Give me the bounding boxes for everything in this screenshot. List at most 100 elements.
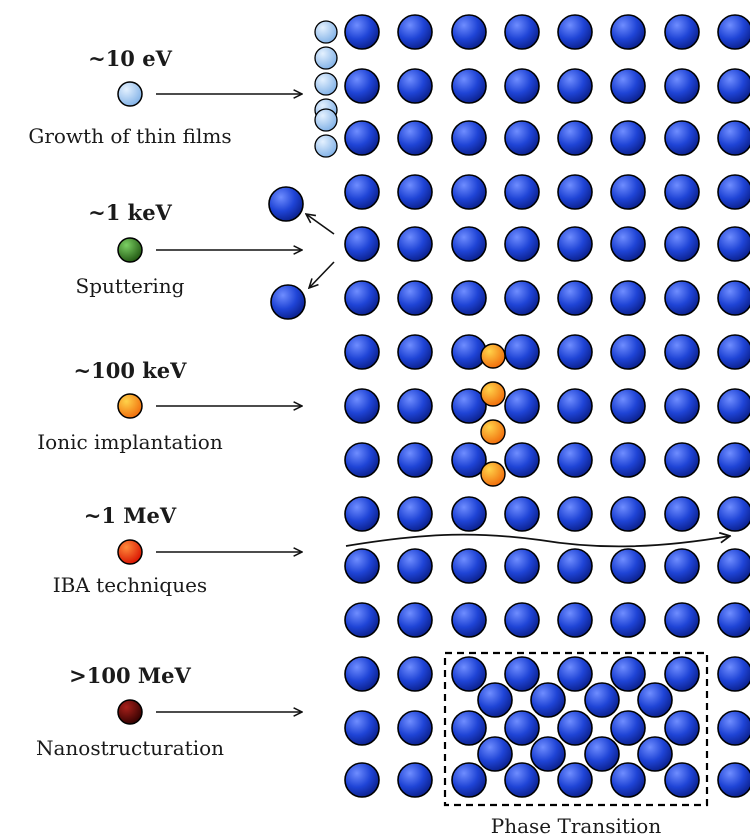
energy-label-100kev: ~100 keV: [73, 358, 187, 383]
lattice-atom: [664, 68, 700, 104]
lattice-atom: [610, 388, 646, 424]
lattice-atom: [397, 496, 433, 532]
implanted-ion: [480, 381, 506, 407]
lattice-atom: [344, 14, 380, 50]
lattice-atom: [451, 762, 487, 798]
ion-icon: [117, 237, 143, 263]
ion-trajectory: [345, 535, 730, 548]
lattice-atom: [610, 442, 646, 478]
lattice-atom: [451, 174, 487, 210]
lattice-atom: [397, 656, 433, 692]
ion-icon: [117, 393, 143, 419]
sputtered-atom: [270, 284, 306, 320]
lattice-atom: [610, 334, 646, 370]
lattice-atom: [610, 226, 646, 262]
lattice-atom: [610, 280, 646, 316]
interaction-effects: [268, 20, 730, 548]
process-label-iba: IBA techniques: [52, 573, 208, 597]
lattice-atom: [664, 762, 700, 798]
ion-beam-arrows: [156, 94, 302, 712]
lattice-atom: [717, 226, 750, 262]
lattice-atom: [637, 682, 673, 718]
lattice-atom: [557, 226, 593, 262]
lattice-atom: [477, 682, 513, 718]
lattice-atom: [344, 120, 380, 156]
lattice-atom: [557, 602, 593, 638]
lattice-atom: [530, 736, 566, 772]
lattice-atom: [344, 388, 380, 424]
lattice-atom: [504, 496, 540, 532]
lattice-atom: [557, 496, 593, 532]
lattice-atom: [557, 120, 593, 156]
lattice-atom: [451, 602, 487, 638]
lattice-atom: [557, 334, 593, 370]
lattice-atom: [397, 710, 433, 746]
implanted-ion: [480, 419, 506, 445]
lattice-atom: [717, 280, 750, 316]
lattice-atom: [717, 388, 750, 424]
lattice-atom: [451, 548, 487, 584]
sputtered-atom: [268, 186, 304, 222]
lattice-atom: [344, 548, 380, 584]
lattice-atom: [610, 68, 646, 104]
lattice-atom: [504, 388, 540, 424]
lattice-atom: [610, 496, 646, 532]
lattice-atom: [557, 388, 593, 424]
lattice-atom: [344, 442, 380, 478]
lattice-atom: [557, 442, 593, 478]
lattice-atom: [504, 174, 540, 210]
lattice-atom: [717, 710, 750, 746]
process-label-nanostructuration: Nanostructuration: [35, 736, 225, 760]
lattice-atom: [344, 602, 380, 638]
lattice-atom: [717, 602, 750, 638]
lattice-atom: [664, 120, 700, 156]
lattice-atom: [610, 174, 646, 210]
lattice-atom: [344, 762, 380, 798]
lattice-atom: [664, 656, 700, 692]
lattice-atom: [610, 548, 646, 584]
lattice-atom: [557, 14, 593, 50]
lattice-atom: [584, 736, 620, 772]
lattice-atom: [664, 14, 700, 50]
lattice-atom: [451, 68, 487, 104]
lattice-atom: [451, 710, 487, 746]
energy-label-10ev: ~10 eV: [88, 46, 172, 71]
lattice-atom: [344, 656, 380, 692]
lattice-atom: [504, 602, 540, 638]
lattice-atom: [477, 736, 513, 772]
lattice-atom: [397, 334, 433, 370]
lattice-atom: [344, 226, 380, 262]
lattice-atom: [397, 120, 433, 156]
lattice-atom: [344, 174, 380, 210]
lattice-atom: [717, 656, 750, 692]
lattice-atom: [344, 334, 380, 370]
lattice-atom: [557, 280, 593, 316]
lattice-atom: [504, 120, 540, 156]
ion-icon: [117, 81, 143, 107]
lattice-atom: [451, 496, 487, 532]
lattice-atom: [664, 388, 700, 424]
lattice-atom: [717, 548, 750, 584]
lattice-atom: [664, 442, 700, 478]
ion-icon: [117, 539, 143, 565]
film-atom: [314, 108, 338, 132]
energy-label-100mev: >100 MeV: [69, 663, 191, 688]
lattice-atom: [664, 226, 700, 262]
lattice-atom: [717, 68, 750, 104]
implanted-ion: [480, 461, 506, 487]
lattice-atom: [397, 280, 433, 316]
lattice-atom: [557, 710, 593, 746]
lattice-atom: [451, 280, 487, 316]
lattice-atom: [397, 226, 433, 262]
lattice-atom: [344, 710, 380, 746]
ion-icon: [117, 699, 143, 725]
film-atom: [314, 46, 338, 70]
lattice-atom: [344, 280, 380, 316]
lattice-atom: [717, 120, 750, 156]
lattice-atom: [717, 174, 750, 210]
lattice-atom: [610, 602, 646, 638]
phase-transition-box: [443, 651, 709, 807]
lattice-atom: [504, 226, 540, 262]
lattice-atom: [664, 602, 700, 638]
lattice-atom: [557, 548, 593, 584]
